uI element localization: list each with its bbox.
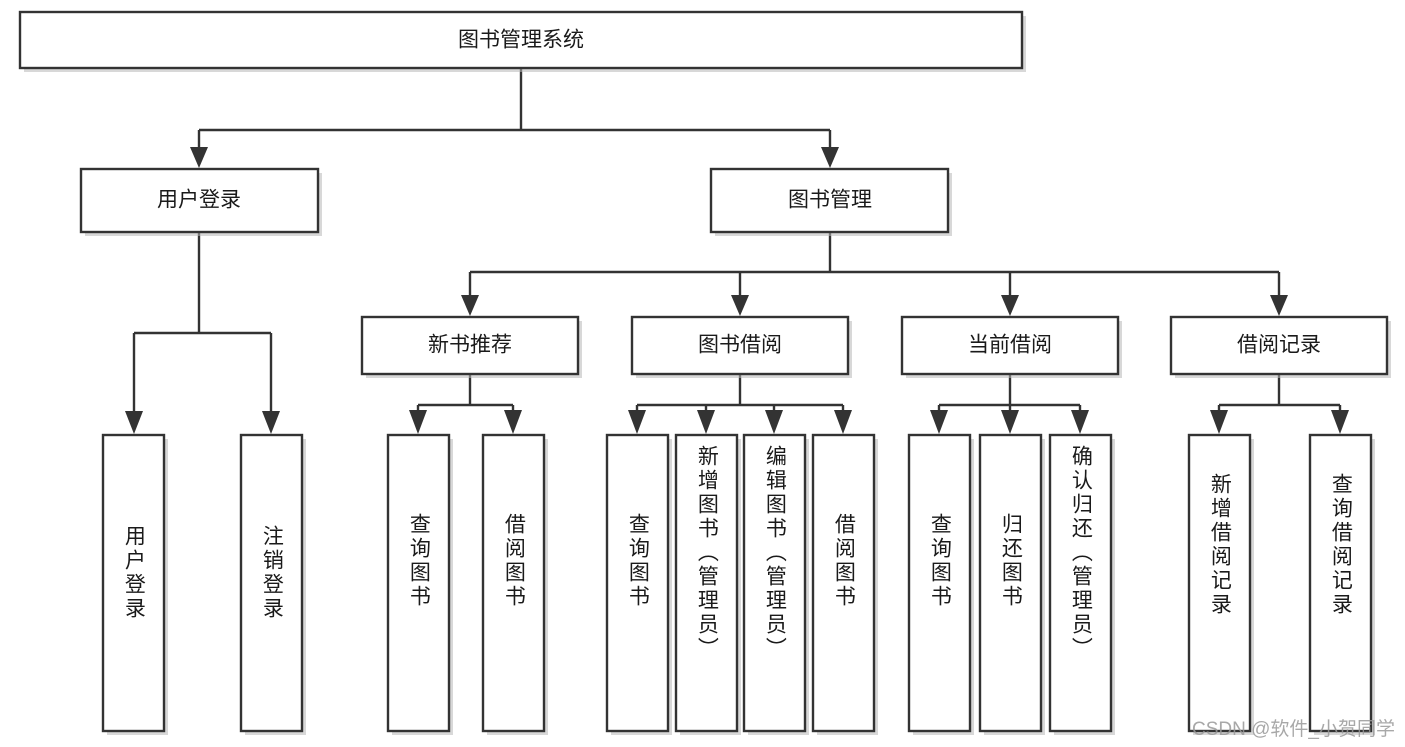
book-management-box[interactable]	[709, 167, 950, 234]
leaf-boxes-group	[101, 433, 1375, 735]
arrow-head-leaf-logout	[262, 411, 280, 434]
current-borrow-label: 当前借阅	[968, 334, 1052, 357]
connector-group-current-borrow-children	[930, 374, 1089, 434]
connector-group-user-login-children	[125, 232, 280, 434]
node-book-management[interactable]: 图书管理	[709, 167, 952, 236]
leaf-box-user-login[interactable]	[101, 433, 166, 733]
root-label: 图书管理系统	[458, 29, 584, 52]
book-management-label: 图书管理	[788, 189, 872, 212]
connector-group-new-book-rec-children	[409, 374, 522, 434]
arrow-head-new-book-rec	[461, 295, 479, 316]
leaf-box-borrow-book-2[interactable]	[811, 433, 876, 733]
borrow-record-box[interactable]	[1169, 315, 1389, 376]
new-book-rec-label: 新书推荐	[428, 334, 512, 357]
arrow-head-leaf-query-book-2	[628, 410, 646, 434]
book-borrow-box[interactable]	[630, 315, 850, 376]
root-box[interactable]	[18, 10, 1024, 70]
arrow-head-leaf-query-record	[1331, 410, 1349, 434]
arrow-head-leaf-borrow-book-1	[504, 410, 522, 434]
connector-group-root-to-level2	[190, 68, 839, 168]
leaf-box-return-book[interactable]	[978, 433, 1043, 733]
arrow-head-leaf-query-book-3	[930, 410, 948, 434]
node-current-borrow[interactable]: 当前借阅	[900, 315, 1122, 378]
user-login-box[interactable]	[79, 167, 320, 234]
leaf-box-borrow-book-1[interactable]	[481, 433, 546, 733]
leaf-box-query-book-2[interactable]	[605, 433, 670, 733]
arrow-head-user-login	[190, 147, 208, 168]
leaf-box-edit-book[interactable]	[742, 433, 807, 733]
node-borrow-record[interactable]: 借阅记录	[1169, 315, 1391, 378]
connector-group-book-manage-children	[461, 232, 1288, 316]
arrow-head-book-manage	[821, 147, 839, 168]
node-user-login[interactable]: 用户登录	[79, 167, 322, 236]
leaf-box-query-book-3[interactable]	[907, 433, 972, 733]
current-borrow-box[interactable]	[900, 315, 1120, 376]
arrow-head-borrow-record	[1270, 295, 1288, 316]
node-new-book-recommendation[interactable]: 新书推荐	[360, 315, 582, 378]
leaf-box-logout[interactable]	[239, 433, 304, 733]
new-book-rec-box[interactable]	[360, 315, 580, 376]
user-login-label: 用户登录	[157, 189, 241, 212]
arrow-head-leaf-add-book	[697, 410, 715, 434]
arrow-head-leaf-query-book-1	[409, 410, 427, 434]
node-book-borrow[interactable]: 图书借阅	[630, 315, 852, 378]
borrow-record-label: 借阅记录	[1237, 334, 1321, 357]
arrow-head-leaf-confirm-return	[1071, 410, 1089, 434]
arrow-head-book-borrow	[731, 295, 749, 316]
arrow-head-leaf-user-login	[125, 411, 143, 434]
leaf-box-query-record[interactable]	[1308, 433, 1373, 733]
leaf-box-confirm-return[interactable]	[1048, 433, 1113, 733]
book-borrow-label: 图书借阅	[698, 334, 782, 357]
connector-group-borrow-record-children	[1210, 374, 1349, 434]
arrow-head-current-borrow	[1001, 295, 1019, 316]
arrow-head-leaf-edit-book	[765, 410, 783, 434]
leaf-box-query-book-1[interactable]	[386, 433, 451, 733]
connector-group-book-borrow-children	[628, 374, 852, 434]
leaf-box-add-book[interactable]	[674, 433, 739, 733]
leaf-box-add-record[interactable]	[1187, 433, 1252, 733]
arrow-head-leaf-return-book	[1001, 410, 1019, 434]
node-root-system[interactable]: 图书管理系统	[18, 10, 1026, 72]
arrow-head-leaf-add-record	[1210, 410, 1228, 434]
arrow-head-leaf-borrow-book-2	[834, 410, 852, 434]
